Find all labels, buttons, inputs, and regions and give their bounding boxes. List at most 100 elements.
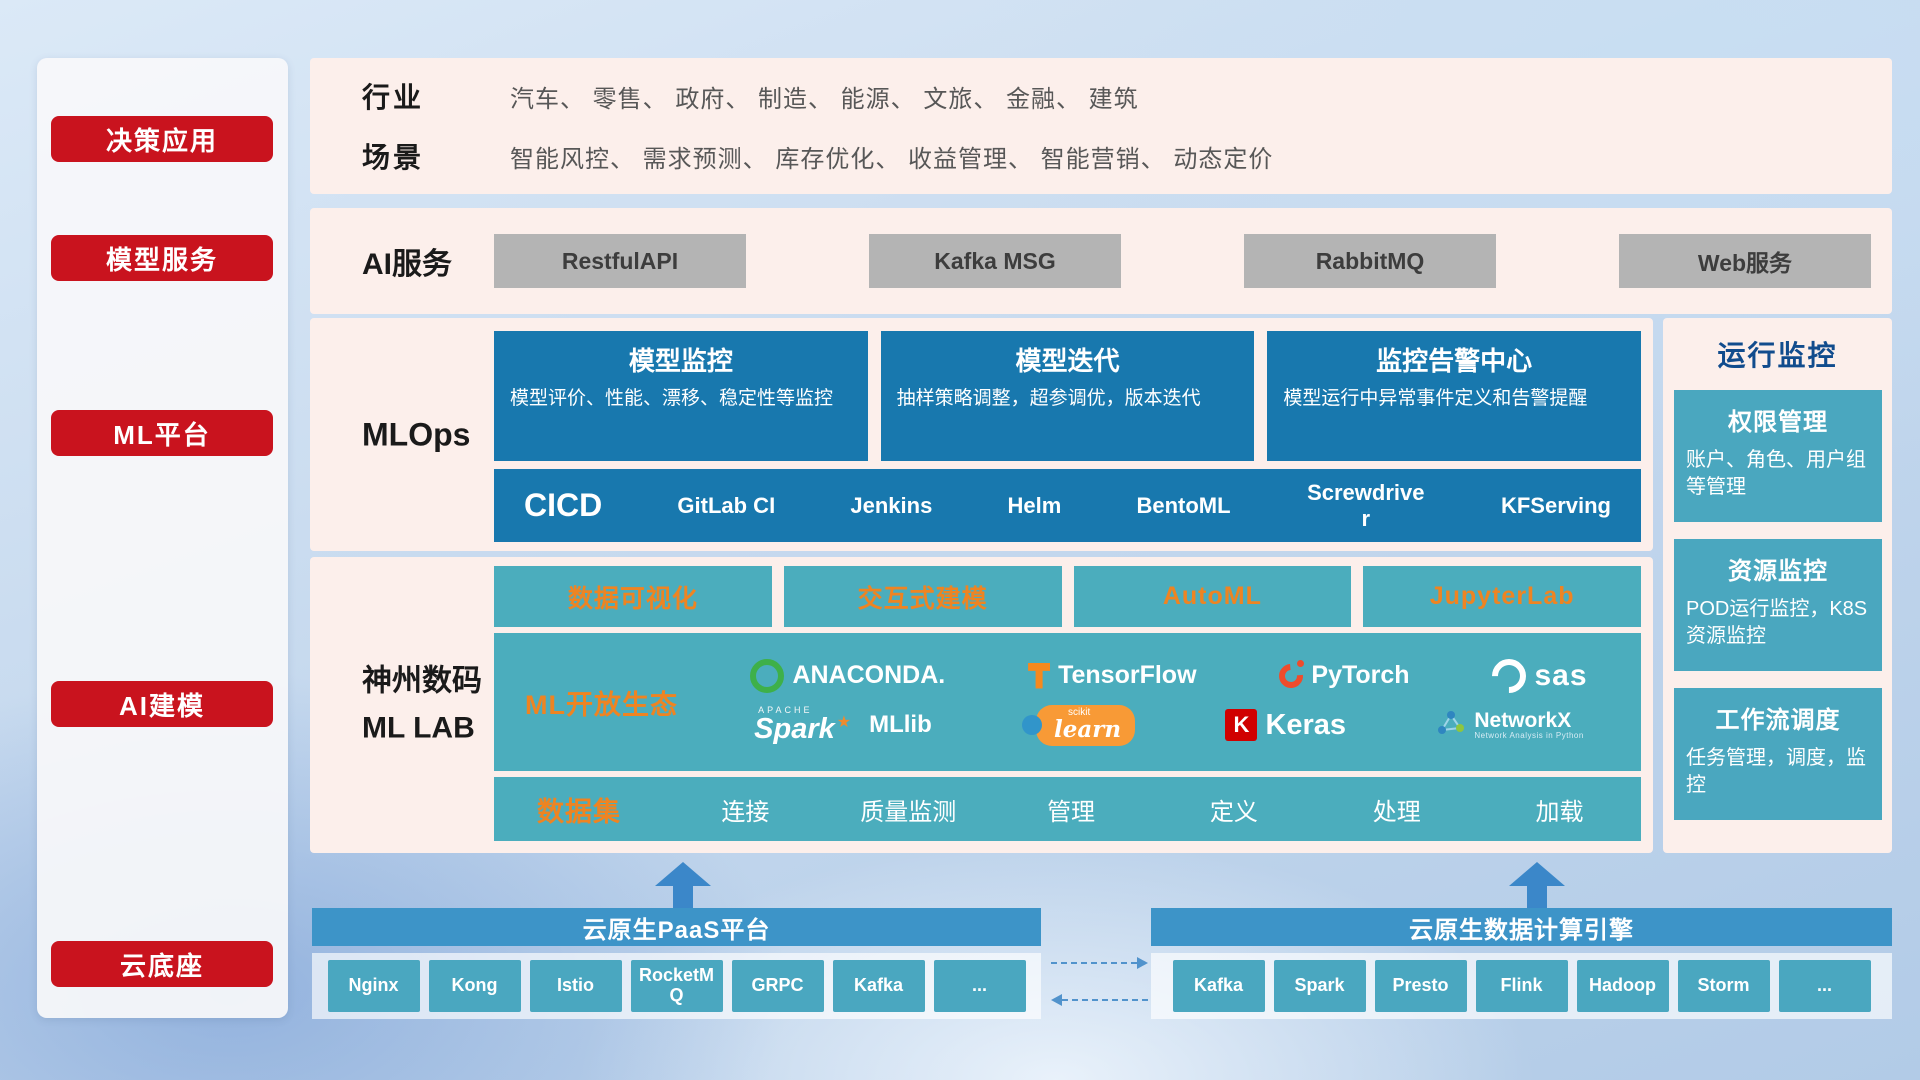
dashed-arrow-right <box>1051 957 1148 969</box>
mlops-label: MLOps <box>362 416 471 452</box>
spark-star-icon: ★ <box>836 714 852 731</box>
workflow-scheduling-card: 工作流调度 任务管理，调度，监控 <box>1674 688 1882 820</box>
cicd-label: CICD <box>524 487 603 523</box>
hadoop-button: Hadoop <box>1576 960 1669 1012</box>
ml-lab-features: 数据可视化 交互式建模 AutoML JupyterLab <box>494 566 1641 627</box>
scene-line: 场景 智能风控、 需求预测、 库存优化、 收益管理、 智能营销、 动态定价 <box>310 136 1892 176</box>
data-visualization-button: 数据可视化 <box>494 566 772 627</box>
dataset-item-load: 加载 <box>1535 798 1584 826</box>
alert-center-card: 监控告警中心 模型运行中异常事件定义和告警提醒 <box>1267 331 1642 461</box>
dataset-bar: 数据集 连接 质量监测 管理 定义 处理 加载 <box>494 777 1641 841</box>
networkx-logo-text: NetworkX <box>1474 709 1572 733</box>
card-body: POD运行监控，K8S资源监控 <box>1686 598 1868 647</box>
spark-button: Spark <box>1273 960 1366 1012</box>
sidebar-item-ai-modeling: AI建模 <box>51 681 273 727</box>
ai-service-label: AI服务 <box>362 248 452 281</box>
web-service-button: Web服务 <box>1619 234 1871 288</box>
ml-lab-label-line2: ML LAB <box>362 711 475 744</box>
dataset-label: 数据集 <box>537 796 621 827</box>
mllib-logo-text: MLlib <box>869 711 932 738</box>
ecosystem-logos-row1: ANACONDA. TensorFlow PyTorch sas <box>709 651 1629 700</box>
cicd-item-bentoml: BentoML <box>1136 492 1231 518</box>
more-button: ... <box>933 960 1026 1012</box>
card-title: 监控告警中心 <box>1376 346 1533 376</box>
scene-label: 场景 <box>362 142 425 173</box>
kafka-button: Kafka <box>832 960 925 1012</box>
kafka-msg-button: Kafka MSG <box>869 234 1121 288</box>
ai-service-row: AI服务 RestfulAPI Kafka MSG RabbitMQ Web服务 <box>310 208 1892 314</box>
scikit-blob: scikit learn <box>1036 704 1136 746</box>
mlops-cards: 模型监控 模型评价、性能、漂移、稳定性等监控 模型迭代 抽样策略调整，超参调优，… <box>494 331 1642 461</box>
cicd-item-helm: Helm <box>1007 492 1062 518</box>
card-title: 工作流调度 <box>1715 707 1841 734</box>
sidebar-item-cloud-base: 云底座 <box>51 941 273 987</box>
ml-lab-label: 神州数码 ML LAB <box>362 659 482 752</box>
dashed-arrow-left <box>1051 994 1148 1006</box>
jupyterlab-button: JupyterLab <box>1363 566 1641 627</box>
arrow-head <box>1509 862 1565 886</box>
anaconda-icon <box>750 658 785 693</box>
dataset-item-define: 定义 <box>1209 798 1258 826</box>
card-body: 模型运行中异常事件定义和告警提醒 <box>1283 388 1588 409</box>
model-monitoring-card: 模型监控 模型评价、性能、漂移、稳定性等监控 <box>494 331 868 461</box>
card-body: 抽样策略调整，超参调优，版本迭代 <box>896 388 1201 409</box>
model-iteration-card: 模型迭代 抽样策略调整，超参调优，版本迭代 <box>880 331 1255 461</box>
ai-service-buttons: RestfulAPI Kafka MSG RabbitMQ Web服务 <box>494 234 1871 288</box>
ecosystem-label: ML开放生态 <box>525 689 678 720</box>
arrow-stem <box>673 886 693 908</box>
rabbitmq-button: RabbitMQ <box>1244 234 1496 288</box>
tensorflow-icon <box>1028 662 1051 689</box>
card-body: 任务管理，调度，监控 <box>1686 747 1866 796</box>
paas-platform-title: 云原生PaaS平台 <box>312 908 1041 946</box>
sas-logo: sas <box>1485 651 1588 700</box>
anaconda-logo-text: ANACONDA. <box>792 661 946 689</box>
grpc-button: GRPC <box>731 960 824 1012</box>
istio-button: Istio <box>529 960 622 1012</box>
spark-mllib-logo: APACHE Spark ★ MLlib <box>754 706 932 744</box>
spark-apache-text: APACHE <box>758 705 813 715</box>
card-title: 模型迭代 <box>1015 346 1120 376</box>
presto-button: Presto <box>1374 960 1467 1012</box>
anaconda-logo: ANACONDA. <box>750 658 946 693</box>
dashed-arrow-left-head <box>1051 994 1062 1006</box>
arrow-head <box>655 862 711 886</box>
spark-logo-text: Spark <box>754 713 835 745</box>
cicd-item-screwdriver: Screwdriver <box>1307 480 1425 531</box>
automl-button: AutoML <box>1073 566 1352 627</box>
interactive-modeling-button: 交互式建模 <box>783 566 1062 627</box>
monitor-cards: 权限管理 账户、角色、用户组等管理 资源监控 POD运行监控，K8S资源监控 工… <box>1674 390 1882 820</box>
keras-logo: K Keras <box>1225 709 1346 742</box>
kafka-button: Kafka <box>1172 960 1265 1012</box>
card-title: 权限管理 <box>1728 409 1828 436</box>
resource-monitoring-card: 资源监控 POD运行监控，K8S资源监控 <box>1674 539 1882 671</box>
cicd-item-kfserving: KFServing <box>1500 492 1611 518</box>
spark-logo: APACHE Spark ★ <box>754 706 851 744</box>
card-body: 账户、角色、用户组等管理 <box>1686 449 1866 498</box>
dashed-arrow-right-head <box>1137 957 1148 969</box>
industry-label: 行业 <box>362 82 425 113</box>
industry-line: 行业 汽车、 零售、 政府、 制造、 能源、 文旅、 金融、 建筑 <box>310 76 1892 116</box>
ml-lab-label-line1: 神州数码 <box>362 664 482 698</box>
kong-button: Kong <box>428 960 521 1012</box>
operation-monitoring-column: 运行监控 权限管理 账户、角色、用户组等管理 资源监控 POD运行监控，K8S资… <box>1663 318 1892 853</box>
paas-platform-cluster: 云原生PaaS平台 Nginx Kong Istio RocketMQ GRPC… <box>312 908 1041 1019</box>
permission-management-card: 权限管理 账户、角色、用户组等管理 <box>1674 390 1882 522</box>
scikit-circle-icon <box>1022 715 1043 735</box>
cicd-item-gitlab-ci: GitLab CI <box>677 492 776 518</box>
ml-open-ecosystem: ML开放生态 ANACONDA. TensorFlow PyTorch <box>494 633 1641 771</box>
networkx-icon <box>1436 709 1466 742</box>
sas-logo-text: sas <box>1534 658 1588 692</box>
scikit-small-text: scikit <box>1068 706 1091 718</box>
scikit-learn-logo: scikit learn <box>1022 704 1136 746</box>
sidebar-item-model-service: 模型服务 <box>51 235 273 281</box>
application-row: 行业 汽车、 零售、 政府、 制造、 能源、 文旅、 金融、 建筑 场景 智能风… <box>310 58 1892 194</box>
ecosystem-logos: ANACONDA. TensorFlow PyTorch sas <box>709 633 1641 771</box>
sidebar-item-ml-platform: ML平台 <box>51 410 273 456</box>
networkx-text-stack: NetworkX Network Analysis in Python <box>1474 709 1584 741</box>
more-button: ... <box>1778 960 1871 1012</box>
operation-monitoring-title: 运行监控 <box>1717 340 1838 371</box>
ecosystem-logos-row2: APACHE Spark ★ MLlib scikit learn <box>709 704 1629 746</box>
restfulapi-button: RestfulAPI <box>494 234 746 288</box>
dataset-item-manage: 管理 <box>1047 798 1096 826</box>
up-arrow-left <box>655 862 711 908</box>
